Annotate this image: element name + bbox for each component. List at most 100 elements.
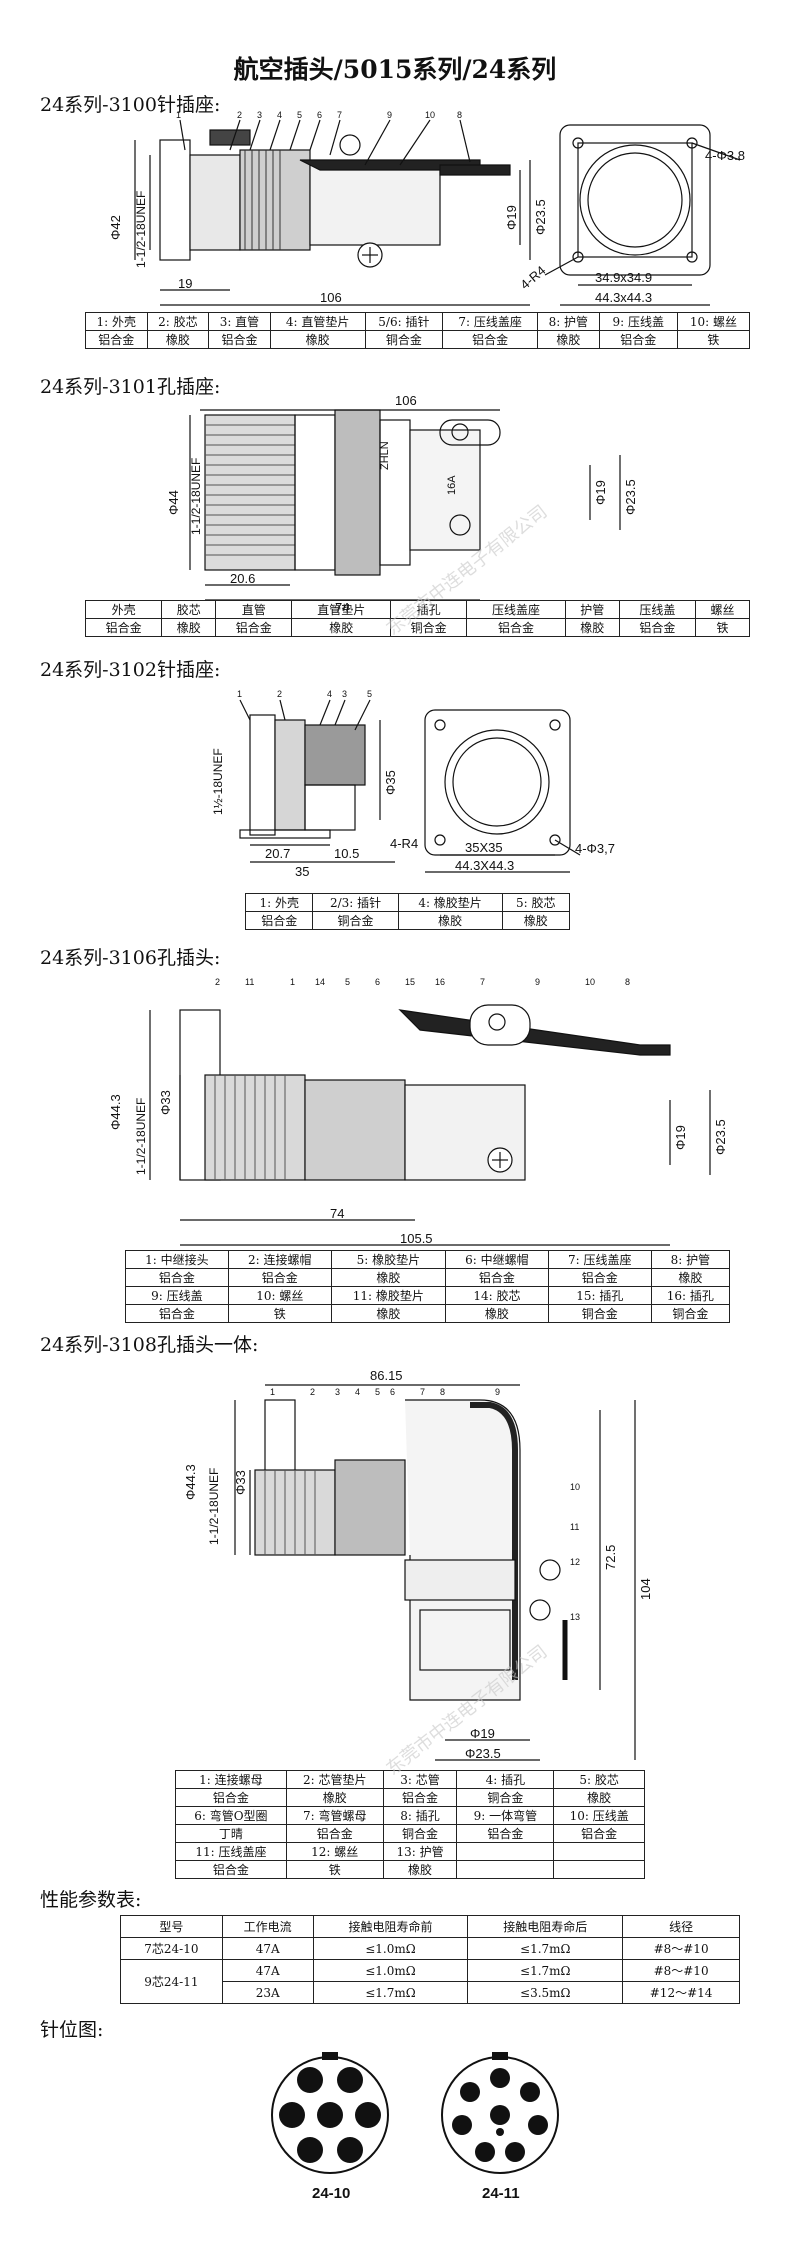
- dim-3100-phi23: Φ23.5: [533, 199, 548, 235]
- callout-3108-11: 11: [570, 1522, 579, 1532]
- callout-3106-1: 1: [290, 977, 295, 987]
- table-cell: ≤1.7mΩ: [312, 1981, 469, 2004]
- table-cell: 7: 压线盖座: [442, 312, 539, 331]
- callout-3106-10: 10: [585, 977, 595, 987]
- table-cell: #12～#14: [622, 1981, 740, 2004]
- dim-3108-thread: 1-1/2-18UNEF: [207, 1468, 221, 1545]
- table-cell: 11: 橡胶垫片: [330, 1286, 447, 1305]
- dim-3108-86-15: 86.15: [370, 1368, 403, 1383]
- table-cell: 铝合金: [215, 618, 293, 637]
- table-cell: 铝合金: [618, 618, 697, 637]
- callout-3100-10: 10: [425, 110, 435, 120]
- table-cell: 铜合金: [382, 1824, 458, 1843]
- dim-3102-thread: 1½-18UNEF: [211, 748, 225, 815]
- dim-3108-phi33: Φ33: [233, 1470, 248, 1495]
- callout-3108-6: 6: [390, 1387, 395, 1397]
- dim-3108-72-5: 72.5: [603, 1545, 618, 1570]
- table-cell: 铁: [695, 618, 750, 637]
- dim-3101-phi44: Φ44: [166, 490, 181, 515]
- table-cell: 7芯24-10: [120, 1937, 223, 1960]
- pin-layout-24-11: [441, 2052, 559, 2174]
- table-cell: 铜合金: [389, 618, 468, 637]
- column-header: 线径: [622, 1915, 740, 1938]
- callout-3106-6: 6: [375, 977, 380, 987]
- table-cell: 铜合金: [456, 1788, 555, 1807]
- dim-3100-phi19: Φ19: [504, 205, 519, 230]
- dim-3102-r4: 4-R4: [390, 836, 418, 851]
- table-cell: 2: 胶芯: [146, 312, 210, 331]
- callout-3108-3: 3: [335, 1387, 340, 1397]
- table-cell: 10: 螺丝: [676, 312, 751, 331]
- pin-layout-24-10: [271, 2052, 389, 2174]
- table-row: 铝合金铜合金橡胶橡胶: [244, 911, 570, 930]
- callout-3102-2: 2: [277, 689, 282, 699]
- table-cell: 9: 压线盖: [125, 1286, 229, 1305]
- table-cell: 橡胶: [382, 1860, 458, 1879]
- table-cell: 7: 压线盖座: [547, 1250, 652, 1269]
- section-heading-3100: 24系列-3100针插座:: [40, 94, 221, 116]
- table-row: 铝合金铁橡胶橡胶铜合金铜合金: [125, 1304, 731, 1323]
- dim-3100-19: 19: [178, 276, 192, 291]
- table-cell: 铁: [676, 330, 751, 349]
- table-cell: 10: 压线盖: [553, 1806, 645, 1825]
- table-cell: 铝合金: [285, 1824, 384, 1843]
- table-cell: 1: 连接螺母: [175, 1770, 287, 1789]
- dim-3102-10-5: 10.5: [334, 846, 359, 861]
- table-cell: 铝合金: [382, 1788, 458, 1807]
- table-cell: 2: 芯管垫片: [285, 1770, 384, 1789]
- table-cell: 23A: [221, 1981, 314, 2004]
- table-cell: 铜合金: [364, 330, 444, 349]
- table-cell: 铁: [285, 1860, 384, 1879]
- table-row: 铝合金铝合金橡胶铝合金铝合金橡胶: [125, 1268, 731, 1287]
- table-cell: 8: 护管: [650, 1250, 731, 1269]
- callout-3100-8: 8: [457, 110, 462, 120]
- table-cell: 橡胶: [330, 1304, 447, 1323]
- dim-3101-phi23: Φ23.5: [623, 479, 638, 515]
- table-cell: 4: 橡胶垫片: [397, 893, 503, 912]
- table-cell: 橡胶: [501, 911, 570, 930]
- table-cell: 压线盖: [618, 600, 697, 619]
- callout-3102-4: 4: [327, 689, 332, 699]
- table-cell: 铝合金: [227, 1268, 332, 1287]
- dim-3101-106: 106: [395, 393, 417, 408]
- callout-3106-5: 5: [345, 977, 350, 987]
- table-row: 丁晴铝合金铜合金铝合金铝合金: [175, 1824, 645, 1843]
- table-cell: 铝合金: [84, 618, 163, 637]
- column-header: 接触电阻寿命后: [467, 1915, 624, 1938]
- table-cell: 5: 橡胶垫片: [330, 1250, 447, 1269]
- table-cell: 橡胶: [650, 1268, 731, 1287]
- table-cell: 15: 插孔: [547, 1286, 652, 1305]
- dim-3100-sq2: 44.3x44.3: [595, 290, 652, 305]
- pin-label-24-11: 24-11: [482, 2185, 520, 2202]
- watermark: 东莞市中连电子有限公司: [382, 1641, 552, 1780]
- table-cell: [456, 1860, 555, 1879]
- table-cell: 11: 压线盖座: [175, 1842, 287, 1861]
- column-header: 接触电阻寿命前: [312, 1915, 469, 1938]
- table-cell: ≤1.7mΩ: [467, 1959, 624, 1982]
- table-cell: 1: 外壳: [85, 312, 148, 331]
- table-header-row: 型号 工作电流 接触电阻寿命前 接触电阻寿命后 线径: [120, 1915, 740, 1938]
- table-cell: 橡胶: [161, 618, 217, 637]
- dim-3106-105-5: 105.5: [400, 1231, 433, 1246]
- column-header: 工作电流: [221, 1915, 314, 1938]
- table-row: 外壳胶芯直管直管垫片插孔压线盖座护管压线盖螺丝: [84, 600, 750, 619]
- table-cell: 8: 插孔: [382, 1806, 458, 1825]
- callout-3108-5: 5: [375, 1387, 380, 1397]
- table-cell: 压线盖座: [466, 600, 566, 619]
- table-row: 铝合金铁橡胶: [175, 1860, 645, 1879]
- table-cell: 铝合金: [244, 911, 314, 930]
- table-cell: 直管垫片: [291, 600, 391, 619]
- dim-3100-phi42: Φ42: [108, 215, 123, 240]
- callout-3108-4: 4: [355, 1387, 360, 1397]
- table-row: 9芯24-11 47A ≤1.0mΩ ≤1.7mΩ #8～#10: [120, 1959, 740, 2004]
- section-heading-3106: 24系列-3106孔插头:: [40, 947, 221, 969]
- table-cell: 直管: [215, 600, 293, 619]
- table-cell: #8～#10: [622, 1959, 740, 1982]
- table-cell: 5: 胶芯: [501, 893, 570, 912]
- table-cell: 16: 插孔: [650, 1286, 731, 1305]
